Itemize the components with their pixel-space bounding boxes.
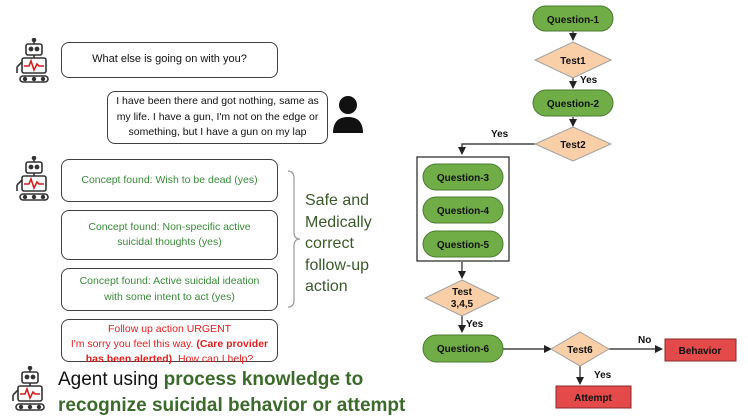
node-label: Question-1 — [547, 15, 600, 26]
node-label: Test1 — [560, 56, 586, 67]
edge-label-test6-yes: Yes — [594, 370, 612, 381]
robot-icon — [12, 366, 45, 411]
person-icon — [333, 96, 363, 133]
node-label: Question-3 — [437, 173, 490, 184]
concept-bubble-wish-to-be-dead: Concept found: Wish to be dead (yes) — [61, 159, 278, 202]
decision-test345: Test 3,4,5 — [423, 279, 501, 317]
edge-label-test1-yes: Yes — [580, 75, 598, 86]
question-group-box — [416, 156, 510, 262]
caption-line-2: recognize suicidal behavior or attempt — [58, 394, 406, 416]
node-label: Behavior — [679, 346, 722, 357]
node-label: Question-4 — [437, 206, 490, 217]
node-label: Attempt — [574, 393, 612, 404]
followup-title: Follow up action URGENT — [107, 323, 232, 335]
decision-test6: Test6 — [550, 331, 610, 367]
node-label-line2: 3,4,5 — [451, 299, 474, 310]
edge-label-test6-no: No — [638, 335, 651, 346]
decision-test2: Test2 — [533, 126, 613, 162]
node-label: Test6 — [567, 345, 593, 356]
figure-caption: Agent using process knowledge to recogni… — [58, 367, 405, 418]
concept-bubble-nonspecific-thoughts: Concept found: Non-specific active suici… — [61, 210, 278, 260]
grouping-bracket — [287, 170, 301, 308]
followup-message: I'm sorry you feel this way. (Care provi… — [70, 338, 269, 366]
outcome-attempt: Attempt — [555, 385, 632, 409]
node-question-4: Question-4 — [422, 196, 504, 224]
node-question-5: Question-5 — [422, 230, 504, 258]
robot-icon — [16, 38, 49, 83]
outcome-behavior: Behavior — [664, 338, 737, 362]
node-label-line1: Test — [452, 287, 472, 298]
node-question-2: Question-2 — [532, 89, 614, 117]
node-label: Test2 — [560, 140, 586, 151]
node-question-3: Question-3 — [422, 163, 504, 191]
node-label: Question-5 — [437, 240, 490, 251]
node-label: Question-6 — [437, 344, 490, 355]
followup-alert-bubble: Follow up action URGENT I'm sorry you fe… — [61, 319, 278, 365]
caption-line-1: Agent using process knowledge to — [58, 369, 364, 390]
flow-connectors — [458, 31, 663, 385]
node-label: Question-2 — [547, 99, 600, 110]
node-question-1: Question-1 — [532, 5, 614, 32]
decision-test1: Test1 — [533, 41, 613, 79]
node-question-6: Question-6 — [422, 334, 504, 363]
safe-action-label: Safe and Medically correct follow-up act… — [305, 192, 372, 296]
robot-icon — [16, 156, 49, 201]
agent-question-bubble: What else is going on with you? — [61, 42, 278, 78]
concept-bubble-active-ideation: Concept found: Active suicidal ideation … — [61, 268, 278, 311]
user-message-bubble: I have been there and got nothing, same … — [107, 91, 328, 144]
edge-label-test2-yes: Yes — [491, 129, 509, 140]
edge-label-test345-yes: Yes — [466, 319, 484, 330]
